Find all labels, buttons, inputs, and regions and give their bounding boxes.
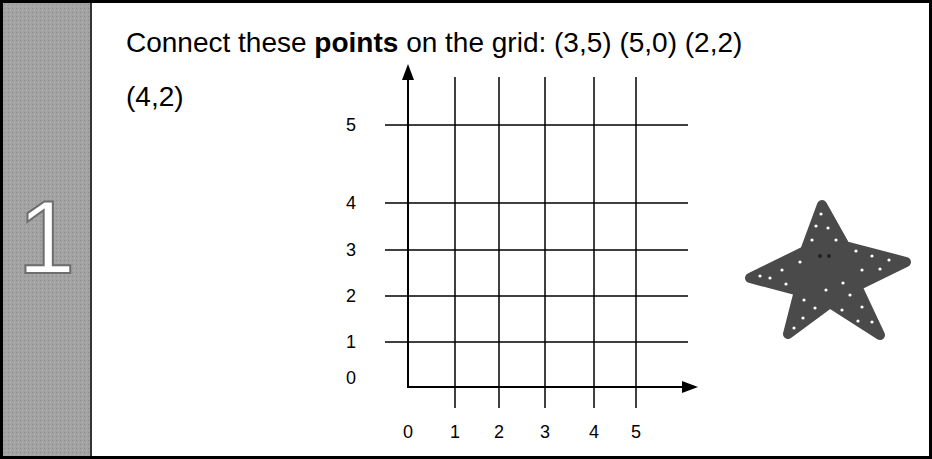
axis-number: 4 xyxy=(346,194,356,212)
grid-line xyxy=(385,124,688,126)
axis-number: 0 xyxy=(403,423,413,441)
axis-number: 3 xyxy=(540,423,550,441)
axis-number: 2 xyxy=(494,423,504,441)
starfish-body xyxy=(750,205,906,335)
grid-line xyxy=(498,77,500,408)
grid-line xyxy=(635,77,637,408)
axis-arrowhead xyxy=(682,381,698,393)
grid-line xyxy=(593,77,595,408)
grid-line xyxy=(385,249,688,251)
axis-number: 1 xyxy=(346,333,356,351)
axis-number: 5 xyxy=(346,116,356,134)
axes xyxy=(402,64,698,393)
grid-line xyxy=(385,341,688,343)
grid-line xyxy=(544,77,546,408)
starfish-eye xyxy=(827,254,831,258)
grid-line xyxy=(385,295,688,297)
y-axis xyxy=(407,76,409,388)
axis-number: 5 xyxy=(631,423,641,441)
starfish-dots xyxy=(758,212,890,329)
side-band-ground xyxy=(2,2,91,457)
card-number: 1 xyxy=(18,185,76,289)
grid-lines xyxy=(385,77,688,408)
grid-line xyxy=(385,202,688,204)
starfish-picture xyxy=(750,205,906,335)
x-axis xyxy=(407,386,686,388)
axis-number: 0 xyxy=(346,369,356,387)
number-band: 1 xyxy=(2,2,91,457)
axis-number: 4 xyxy=(589,423,599,441)
starfish-eye xyxy=(818,254,822,258)
band-edge xyxy=(90,2,92,457)
axis-arrowhead xyxy=(402,64,414,80)
grid-line xyxy=(454,77,456,408)
axis-number: 3 xyxy=(346,241,356,259)
axis-number: 2 xyxy=(346,287,356,305)
instruction-title: Connect these points on the grid: (3,5) … xyxy=(126,16,742,124)
axis-number: 1 xyxy=(450,423,460,441)
